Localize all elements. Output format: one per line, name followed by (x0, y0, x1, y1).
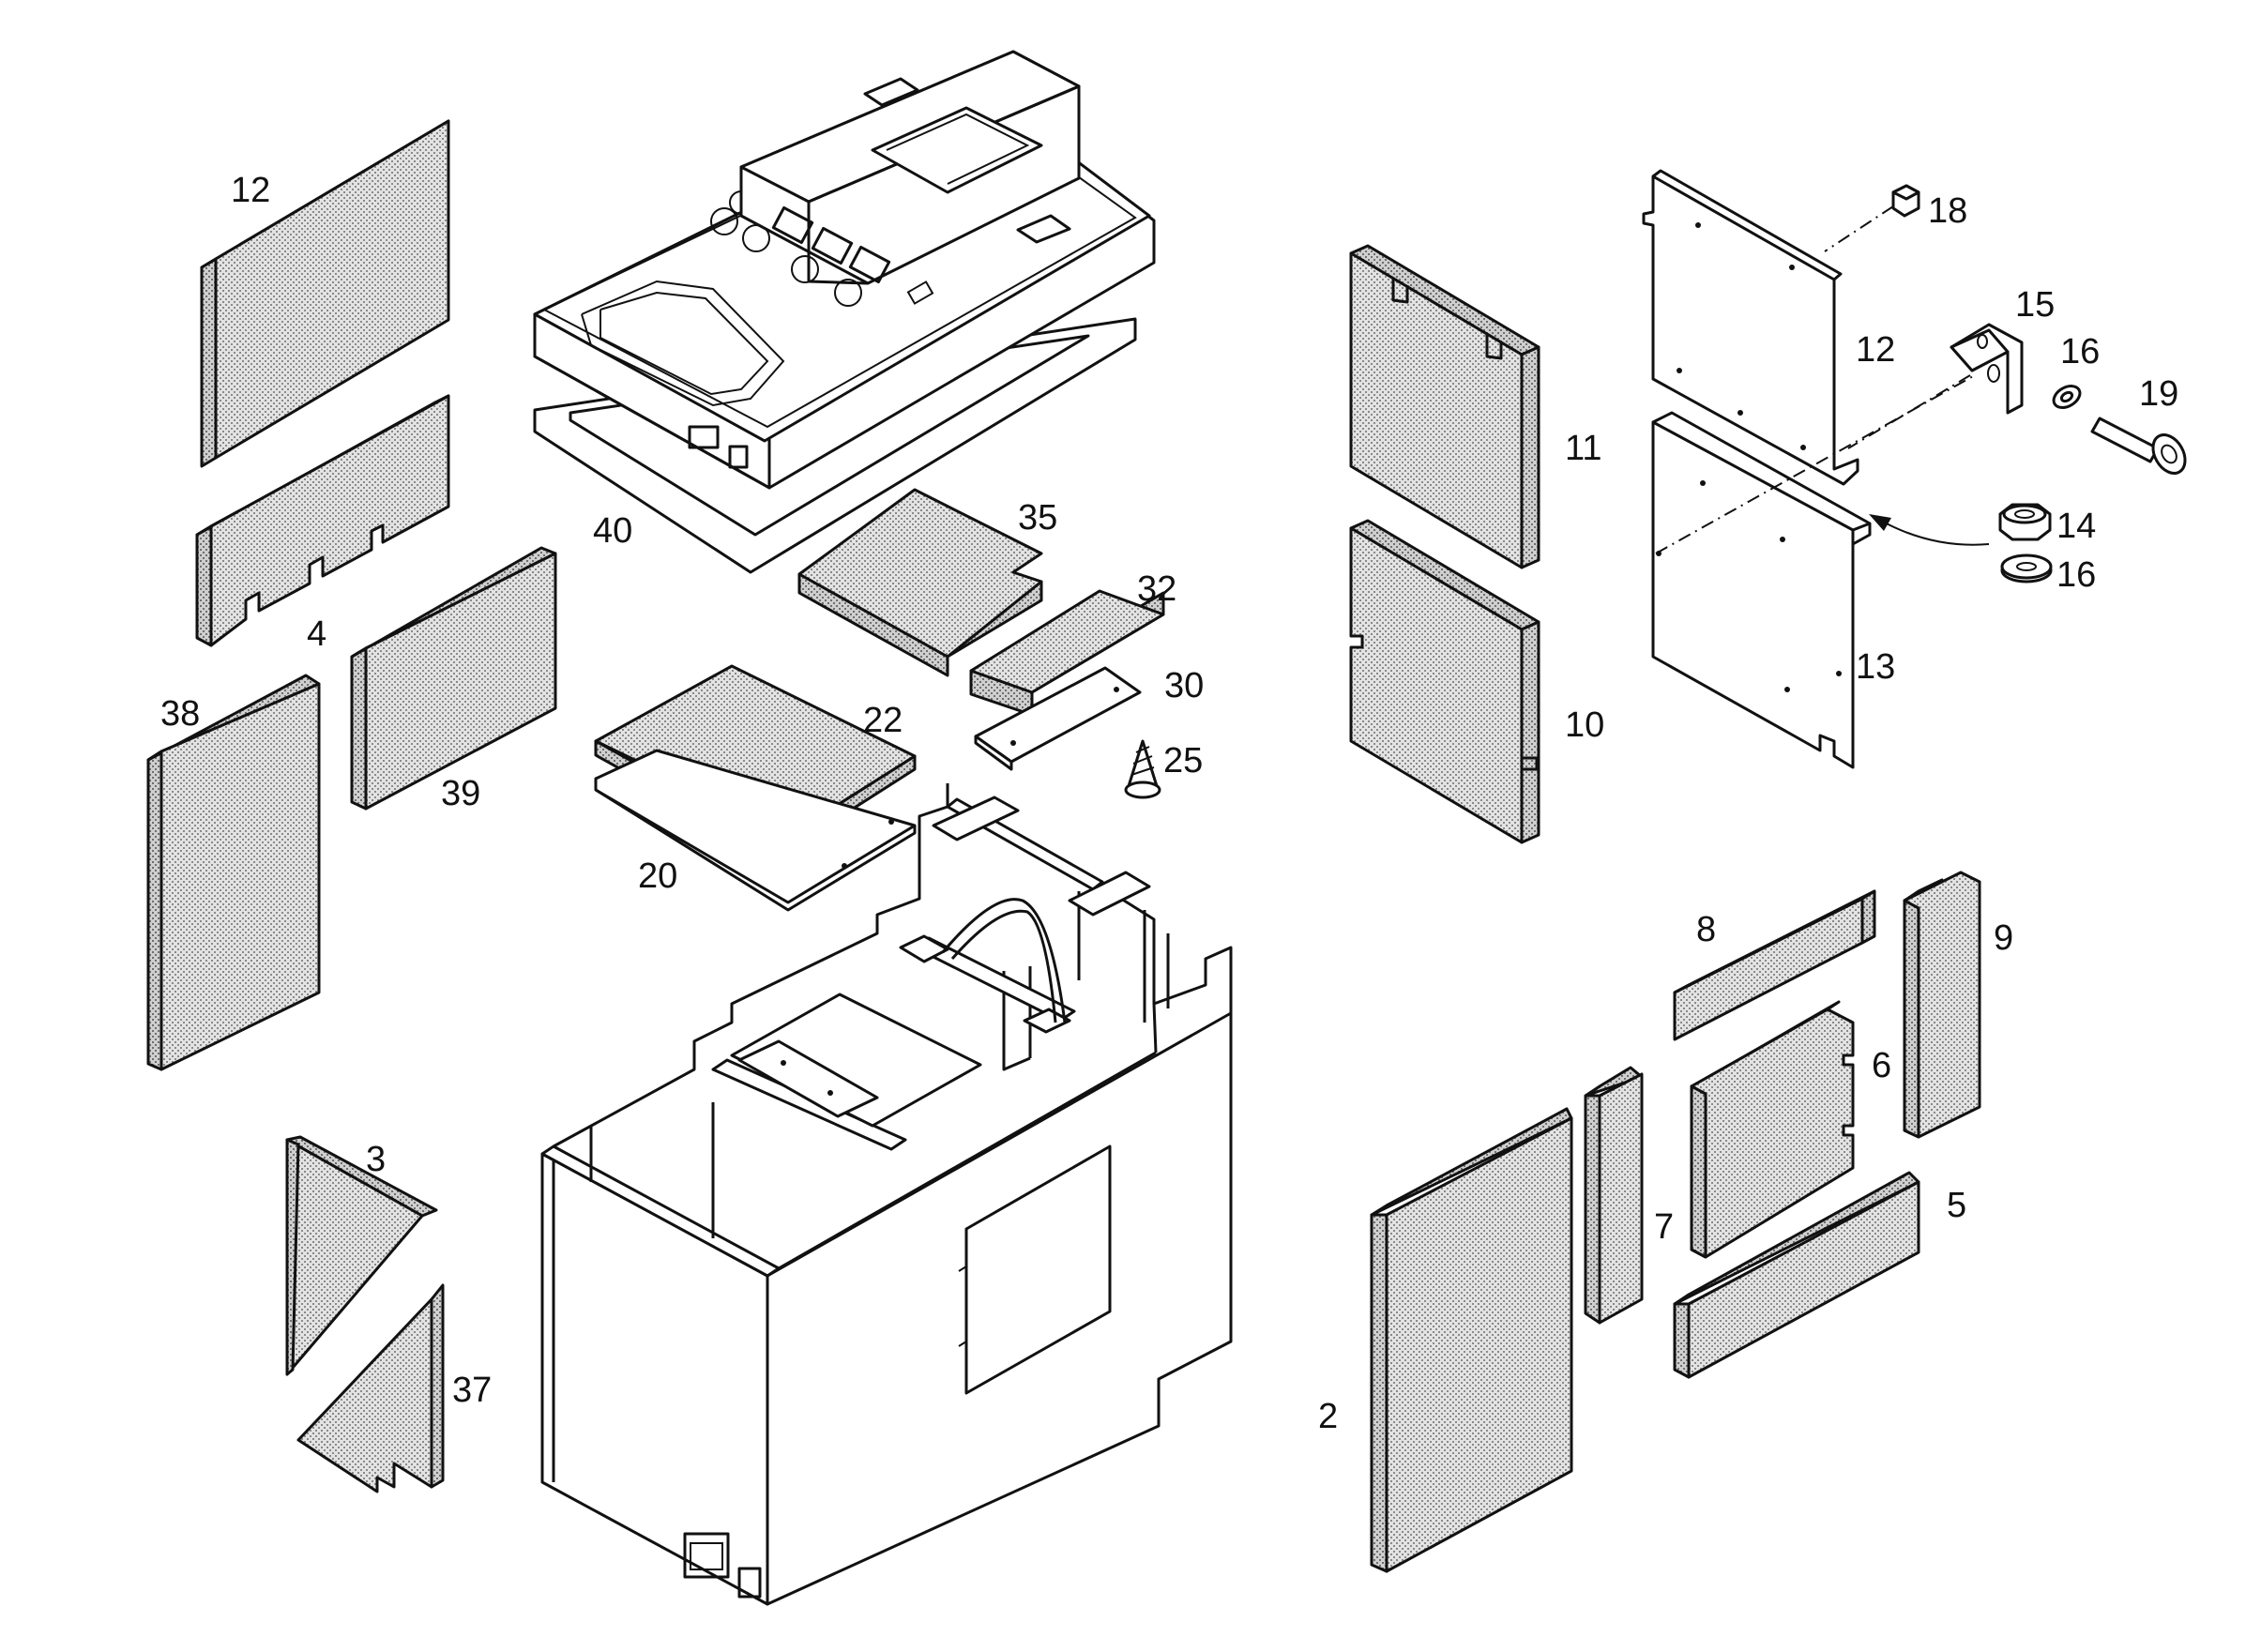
part-20-base-plate (594, 749, 917, 912)
callout-19: 19 (2139, 374, 2178, 414)
part-32-insulation-pad (969, 589, 1165, 717)
callout-13: 13 (1856, 647, 1895, 687)
callout-8: 8 (1696, 910, 1716, 949)
part-2-insulation-panel (1370, 1107, 1573, 1573)
part-8-insulation-strip (1673, 889, 1876, 1041)
callout-10: 10 (1565, 705, 1604, 745)
part-16-washer-lower (2000, 553, 2053, 584)
callout-16-lower: 16 (2056, 555, 2096, 595)
control-panel-top-assembly (533, 50, 1156, 490)
part-16-washer (2052, 385, 2082, 409)
callout-20: 20 (638, 856, 677, 896)
callout-2: 2 (1318, 1397, 1338, 1436)
part-4-insulation-strip (195, 394, 450, 647)
callout-37: 37 (452, 1371, 492, 1410)
callout-9: 9 (1994, 918, 2013, 958)
part-35-insulation-pad (797, 488, 1043, 677)
callout-15: 15 (2015, 285, 2055, 325)
callout-6: 6 (1872, 1046, 1891, 1085)
callout-35: 35 (1018, 498, 1057, 538)
main-cabinet-housing (540, 783, 1233, 1606)
callout-16-upper: 16 (2060, 332, 2100, 371)
part-38-insulation-panel (146, 674, 321, 1071)
part-11-insulation-panel (1349, 244, 1540, 569)
callout-14: 14 (2056, 507, 2096, 546)
callout-40: 40 (593, 511, 632, 551)
callout-12-left: 12 (231, 171, 270, 210)
callout-5: 5 (1947, 1186, 1966, 1225)
callout-7: 7 (1654, 1207, 1674, 1247)
part-10-insulation-panel (1349, 519, 1540, 844)
callout-3: 3 (366, 1140, 386, 1179)
part-12-insulation-panel (200, 119, 450, 468)
part-5-insulation-strip (1673, 1171, 1920, 1379)
part-9-insulation-strip (1903, 871, 1981, 1139)
callout-18: 18 (1928, 191, 1967, 231)
part-30-mounting-plate (974, 666, 1142, 771)
part-15-bracket (1950, 323, 2024, 415)
callout-25: 25 (1163, 741, 1203, 781)
part-14-hex-nut (1998, 503, 2052, 541)
part-37-triangle-insulation (296, 1283, 445, 1493)
callout-4: 4 (307, 614, 326, 654)
callout-11: 11 (1565, 429, 1601, 468)
callout-38: 38 (160, 694, 200, 734)
part-12-cover-plate (1642, 169, 1859, 486)
leader-line-13 (1655, 374, 1976, 554)
part-19-bolt (2090, 417, 2187, 475)
part-39-insulation-panel (350, 546, 557, 811)
leader-line-18 (1824, 205, 1894, 252)
part-3-triangle-insulation (285, 1135, 438, 1376)
callout-12-right: 12 (1856, 330, 1895, 370)
part-6-insulation-panel (1690, 1000, 1855, 1259)
callout-30: 30 (1164, 666, 1204, 705)
part-18-nut (1891, 184, 1920, 218)
callout-32: 32 (1137, 569, 1176, 609)
callout-22: 22 (863, 701, 903, 740)
part-13-cover-plate (1651, 411, 1872, 769)
part-25-screw (1124, 739, 1161, 799)
assembly-arrow (1869, 514, 1990, 546)
part-7-insulation-strip (1584, 1066, 1644, 1325)
callout-39: 39 (441, 774, 480, 813)
